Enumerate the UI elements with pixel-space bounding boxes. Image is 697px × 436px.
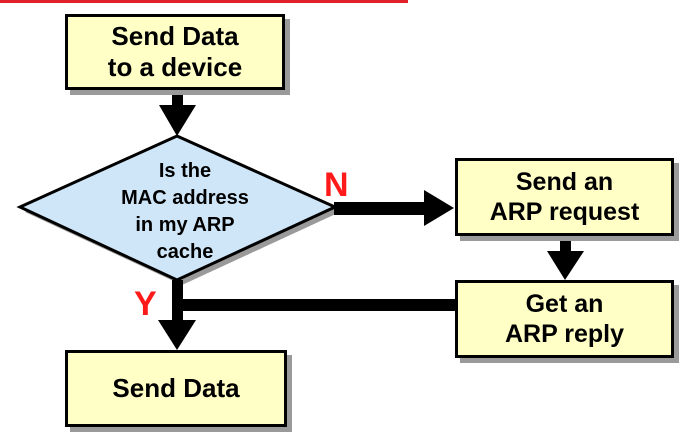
reply-return-line — [176, 299, 456, 311]
end-box-label: Send Data — [112, 373, 240, 403]
no-label: N — [324, 166, 349, 204]
arrow-request-to-reply-shaft — [560, 235, 571, 253]
arrow-start-to-decision-shaft — [172, 89, 183, 107]
yes-label: Y — [134, 285, 157, 323]
arrow-request-to-reply-head — [547, 251, 584, 280]
arp-request-box: Send an ARP request — [455, 158, 674, 236]
arrow-yes-head — [158, 320, 196, 350]
arp-reply-box: Get an ARP reply — [455, 280, 674, 358]
arp-request-label: Send an ARP request — [489, 168, 640, 226]
arrow-no-head — [424, 190, 454, 226]
arrow-no-shaft — [334, 202, 426, 215]
arrow-start-to-decision-head — [159, 105, 196, 136]
decision-text: Is the MAC address in my ARP cache — [121, 160, 249, 263]
top-rule — [0, 0, 408, 3]
arrow-yes-shaft — [172, 280, 183, 322]
start-box: Send Data to a device — [65, 14, 285, 90]
end-box: Send Data — [65, 350, 287, 427]
arp-reply-label: Get an ARP reply — [504, 290, 625, 348]
start-box-label: Send Data to a device — [107, 21, 243, 82]
